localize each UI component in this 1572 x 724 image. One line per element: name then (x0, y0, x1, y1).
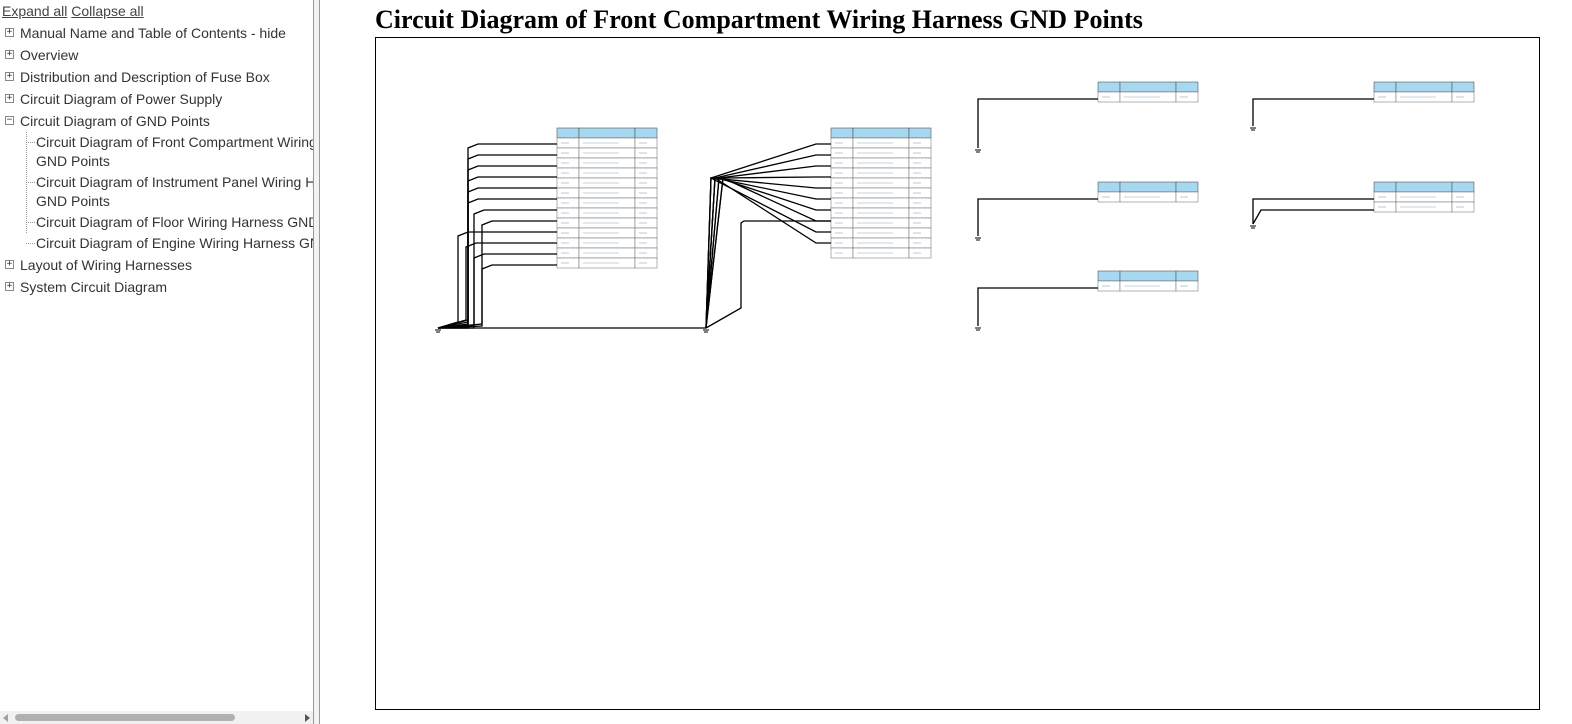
expand-all-link[interactable]: Expand all (2, 3, 68, 19)
table-header-cell (634, 127, 658, 139)
expand-icon[interactable]: + (5, 259, 14, 269)
table-header-cell (830, 127, 854, 139)
wire (437, 220, 557, 329)
toc-item-label[interactable]: Manual Name and Table of Contents - hide (20, 25, 286, 41)
table-header-cell (1451, 181, 1475, 193)
toc-item-label[interactable]: Circuit Diagram of Power Supply (20, 91, 223, 107)
table-header-cell (1451, 81, 1475, 93)
table-header-cell (1119, 81, 1177, 93)
wire (437, 209, 557, 329)
table-header-cell (1119, 270, 1177, 282)
table-header-cell (1175, 81, 1199, 93)
wire (705, 177, 831, 329)
toc-item-label[interactable]: System Circuit Diagram (20, 279, 168, 295)
toc-item-manual-name[interactable]: + Manual Name and Table of Contents - hi… (0, 22, 313, 44)
wire (705, 176, 831, 329)
toc-item-label[interactable]: Distribution and Description of Fuse Box (20, 69, 270, 85)
horizontal-scrollbar[interactable] (0, 711, 313, 724)
wire (977, 98, 1098, 148)
table-header-cell (1097, 181, 1121, 193)
tree-connector (26, 142, 35, 143)
table-header-cell (578, 127, 636, 139)
wire (705, 176, 831, 329)
table-header-cell (1373, 181, 1397, 193)
wire (437, 176, 557, 329)
toc-item-overview[interactable]: + Overview (0, 44, 313, 66)
content-pane: Circuit Diagram of Front Compartment Wir… (320, 0, 1572, 724)
table-header-cell (1395, 81, 1453, 93)
wire (1252, 209, 1374, 225)
toc-subitem-label[interactable]: Circuit Diagram of Front Compartment Wir… (36, 134, 313, 150)
wire (437, 242, 557, 329)
wire (1252, 198, 1374, 224)
toc-subitem-floor[interactable]: Circuit Diagram of Floor Wiring Harness … (0, 212, 313, 233)
toc-item-system-circuit[interactable]: + System Circuit Diagram (0, 276, 313, 298)
expand-icon[interactable]: + (5, 27, 14, 37)
panel-splitter[interactable] (313, 0, 320, 724)
table-header-cell (1373, 81, 1397, 93)
wire (438, 198, 557, 329)
wire (438, 143, 557, 329)
expand-icon[interactable]: + (5, 49, 14, 59)
table-header-cell (1175, 270, 1199, 282)
wire (705, 154, 831, 329)
toc-panel: Expand all Collapse all + Manual Name an… (0, 0, 313, 724)
wire (977, 198, 1098, 236)
toc-subitem-instrument-panel[interactable]: Circuit Diagram of Instrument Panel Wiri… (0, 172, 313, 212)
wire (437, 165, 557, 329)
wire (705, 165, 831, 329)
expand-icon[interactable]: + (5, 71, 14, 81)
toc-item-label[interactable]: Overview (20, 47, 79, 63)
collapse-all-link[interactable]: Collapse all (71, 3, 144, 19)
toc-subitem-label[interactable]: Circuit Diagram of Engine Wiring Harness… (36, 235, 313, 251)
wire (437, 264, 557, 329)
wire (437, 187, 557, 329)
toc-subitem-label[interactable]: Circuit Diagram of Instrument Panel Wiri… (36, 174, 313, 190)
table-header-cell (1097, 81, 1121, 93)
table-header-cell (1097, 270, 1121, 282)
wire (705, 177, 831, 329)
toc-toolbar: Expand all Collapse all (2, 3, 144, 19)
table-header-cell (1395, 181, 1453, 193)
table-header-cell (908, 127, 932, 139)
wire (437, 231, 557, 329)
scrollbar-thumb[interactable] (15, 714, 235, 721)
toc-item-layout-harnesses[interactable]: + Layout of Wiring Harnesses (0, 254, 313, 276)
toc-item-label[interactable]: Layout of Wiring Harnesses (20, 257, 192, 273)
expand-icon[interactable]: + (5, 281, 14, 291)
toc-subitem-label-2[interactable]: GND Points (36, 153, 110, 169)
wire (705, 177, 831, 329)
table-header-cell (852, 127, 910, 139)
circuit-diagram-image (435, 81, 1475, 333)
toc-item-gnd-points[interactable]: − Circuit Diagram of GND Points (0, 110, 313, 132)
wire (705, 177, 831, 329)
wire (977, 287, 1098, 326)
toc-tree: + Manual Name and Table of Contents - hi… (0, 22, 313, 298)
tree-connector (26, 243, 35, 244)
expand-icon[interactable]: + (5, 93, 14, 103)
scroll-right-icon[interactable] (305, 714, 310, 722)
toc-item-label[interactable]: Circuit Diagram of GND Points (20, 113, 210, 129)
toc-subitem-label-2[interactable]: GND Points (36, 193, 110, 209)
tree-connector (26, 182, 35, 183)
wire (705, 220, 831, 329)
toc-subitem-engine[interactable]: Circuit Diagram of Engine Wiring Harness… (0, 233, 313, 254)
toc-subitem-front-compartment[interactable]: Circuit Diagram of Front Compartment Wir… (0, 132, 313, 172)
table-header-cell (556, 127, 580, 139)
collapse-icon[interactable]: − (5, 115, 14, 125)
table-header-cell (1119, 181, 1177, 193)
scroll-left-icon[interactable] (3, 714, 8, 722)
toc-children-gnd: Circuit Diagram of Front Compartment Wir… (0, 132, 313, 254)
toc-subitem-label[interactable]: Circuit Diagram of Floor Wiring Harness … (36, 214, 313, 230)
toc-item-fuse-box[interactable]: + Distribution and Description of Fuse B… (0, 66, 313, 88)
page-title: Circuit Diagram of Front Compartment Wir… (375, 5, 1143, 34)
tree-connector (26, 222, 35, 223)
wire (1252, 98, 1374, 126)
wire (437, 154, 557, 329)
table-header-cell (1175, 181, 1199, 193)
circuit-diagram-figure (375, 37, 1540, 710)
toc-item-power-supply[interactable]: + Circuit Diagram of Power Supply (0, 88, 313, 110)
